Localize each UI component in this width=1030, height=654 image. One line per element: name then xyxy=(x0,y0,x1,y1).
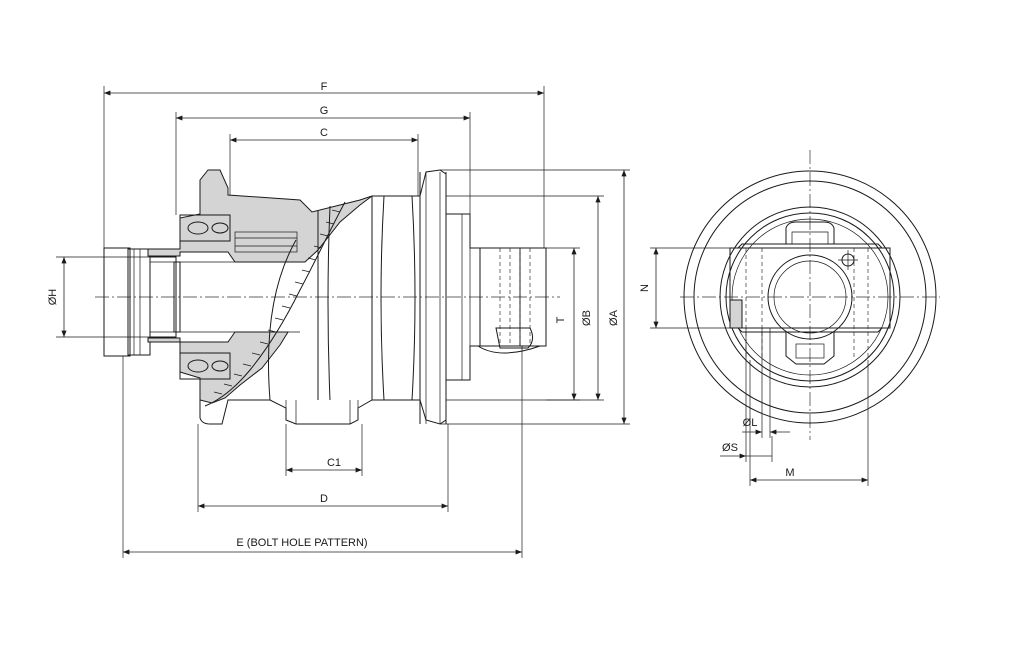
shaft-end xyxy=(103,247,131,357)
bearing-upper xyxy=(179,214,231,242)
dim-E-label: E (BOLT HOLE PATTERN) xyxy=(236,537,367,549)
dim-C-label: C xyxy=(320,127,328,139)
dim-N-label: N xyxy=(639,284,651,292)
dim-A-label: ØA xyxy=(608,309,620,326)
dim-B-label: ØB xyxy=(581,310,593,326)
mounting-block xyxy=(729,247,891,329)
dim-S-label: ØS xyxy=(722,442,738,454)
dim-H-label: ØH xyxy=(47,289,59,306)
side-view: F G C C1 D E (BOLT HOLE PATTERN) ØH xyxy=(47,81,630,558)
dim-G-label: G xyxy=(320,105,329,117)
roller-body xyxy=(199,399,447,425)
shaft-collar xyxy=(127,248,151,356)
cutaway-break-line xyxy=(204,201,346,407)
outer-flange-circle xyxy=(683,170,937,424)
dim-D-label: D xyxy=(320,493,328,505)
dim-C1-label: C1 xyxy=(327,457,341,469)
dim-F-label: F xyxy=(321,81,328,93)
hub-section-lower xyxy=(147,331,289,404)
bearing-lower xyxy=(179,352,231,380)
dim-M-label: M xyxy=(785,467,794,479)
dim-T-label: T xyxy=(555,316,567,323)
hub-section-upper xyxy=(147,169,373,263)
end-view: N ØL ØS M xyxy=(639,150,940,486)
shaft-bore-circle xyxy=(767,254,853,340)
right-end-housing xyxy=(446,213,547,381)
